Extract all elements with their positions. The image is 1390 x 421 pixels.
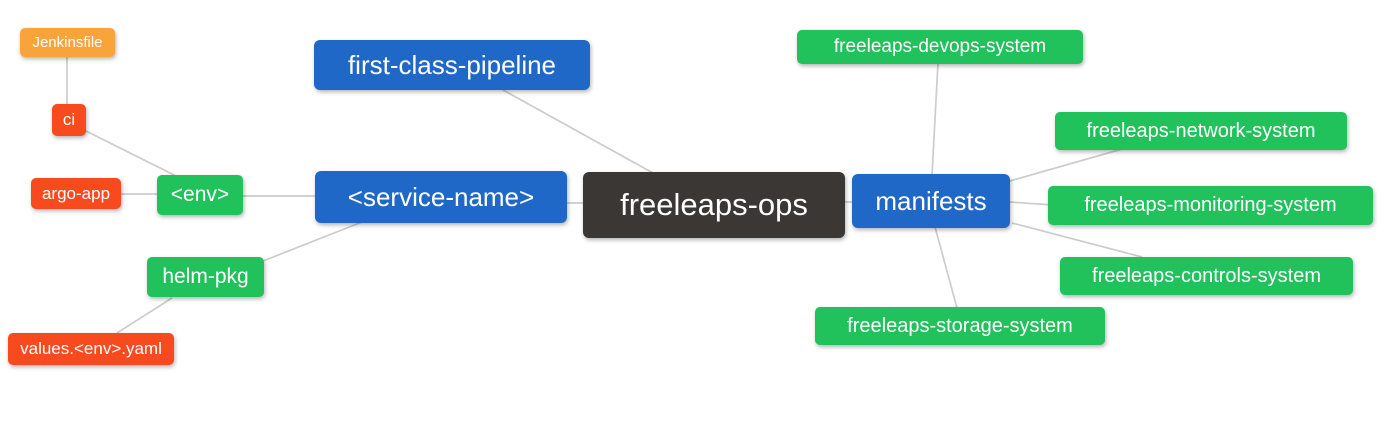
edge-manifests-storage-system bbox=[934, 226, 958, 309]
node-service-name[interactable]: <service-name> bbox=[315, 171, 567, 223]
node-ci[interactable]: ci bbox=[52, 104, 86, 136]
edge-ci-env bbox=[83, 129, 179, 178]
node-freeleaps-network-system[interactable]: freeleaps-network-system bbox=[1055, 112, 1347, 150]
node-env[interactable]: <env> bbox=[157, 175, 243, 215]
node-freeleaps-ops[interactable]: freeleaps-ops bbox=[583, 172, 845, 238]
node-freeleaps-controls-system[interactable]: freeleaps-controls-system bbox=[1060, 257, 1353, 295]
edge-manifests-monitoring-system bbox=[1009, 201, 1054, 206]
edge-first-class-pipeline-ops bbox=[502, 89, 654, 174]
node-argo-app[interactable]: argo-app bbox=[31, 178, 121, 209]
edge-helm-pkg-service-name bbox=[262, 221, 363, 262]
node-manifests[interactable]: manifests bbox=[852, 174, 1010, 228]
node-freeleaps-monitoring-system[interactable]: freeleaps-monitoring-system bbox=[1048, 186, 1373, 225]
node-freeleaps-storage-system[interactable]: freeleaps-storage-system bbox=[815, 307, 1105, 345]
edge-manifests-controls-system bbox=[1011, 222, 1143, 258]
edge-manifests-devops-system bbox=[931, 62, 939, 176]
edge-manifests-network-system bbox=[1009, 148, 1123, 182]
edge-values-env-yaml-helm-pkg bbox=[116, 297, 173, 334]
node-freeleaps-devops-system[interactable]: freeleaps-devops-system bbox=[797, 30, 1083, 64]
node-helm-pkg[interactable]: helm-pkg bbox=[147, 257, 264, 297]
node-first-class-pipeline[interactable]: first-class-pipeline bbox=[314, 40, 590, 90]
node-jenkinsfile[interactable]: Jenkinsfile bbox=[20, 28, 115, 57]
node-values-env-yaml[interactable]: values.<env>.yaml bbox=[8, 333, 174, 365]
